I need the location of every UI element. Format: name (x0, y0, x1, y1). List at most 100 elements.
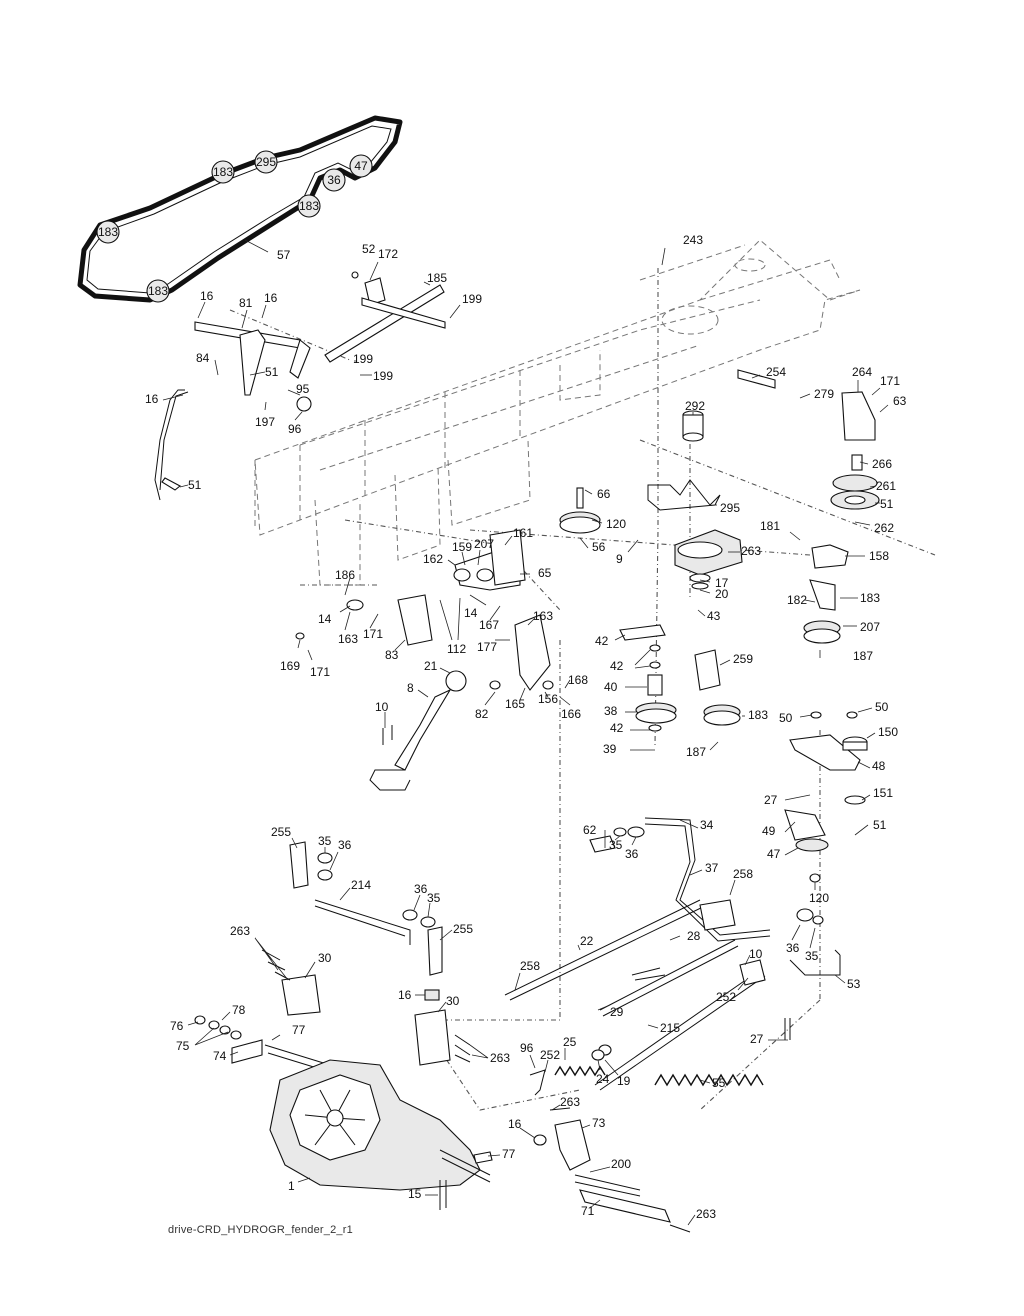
callout: 163 (527, 609, 553, 626)
svg-text:74: 74 (213, 1049, 227, 1063)
transaxle (269, 1059, 493, 1210)
svg-text:199: 199 (353, 352, 373, 366)
callout: 14 (318, 605, 351, 626)
callout: 42 (610, 649, 651, 673)
callout: 16 (398, 988, 425, 1002)
callout: 36 (413, 882, 428, 911)
callout: 263 (728, 544, 761, 558)
pulley-label: 183 (299, 199, 319, 213)
callout: 71 (581, 1199, 601, 1218)
callout: 199 (353, 352, 373, 366)
callout: 1 (288, 1177, 311, 1193)
svg-text:30: 30 (446, 994, 460, 1008)
callout: 56 (579, 537, 606, 554)
svg-text:255: 255 (453, 922, 473, 936)
svg-text:258: 258 (733, 867, 753, 881)
pulley-label: 183 (213, 165, 233, 179)
callout: 29 (597, 1004, 624, 1019)
callout: 24 (596, 1059, 610, 1086)
callout: 39 (603, 742, 655, 756)
callout: 77 (487, 1147, 516, 1161)
callout: 182 (787, 593, 816, 607)
callout: 165 (505, 687, 526, 711)
svg-text:186: 186 (335, 568, 355, 582)
svg-text:14: 14 (464, 606, 478, 620)
svg-text:197: 197 (255, 415, 275, 429)
callout: 156 (538, 691, 558, 706)
svg-text:16: 16 (508, 1117, 522, 1131)
svg-text:51: 51 (265, 365, 279, 379)
pulley-label: 36 (327, 173, 341, 187)
callout: 120 (591, 517, 626, 531)
callout: 82 (475, 691, 496, 721)
svg-text:51: 51 (188, 478, 202, 492)
callout: 158 (845, 549, 889, 563)
callout: 48 (857, 759, 886, 773)
svg-text:200: 200 (611, 1157, 631, 1171)
callout: 266 (859, 457, 892, 471)
callout: 258 (729, 867, 753, 896)
callout: 255 (439, 922, 473, 941)
svg-text:16: 16 (145, 392, 159, 406)
callout: 186 (335, 568, 355, 596)
callout: 83 (385, 639, 406, 662)
callout: 120 (809, 882, 829, 905)
callout: 50 (779, 711, 813, 725)
pulley-label: 47 (354, 159, 368, 173)
bottom-brackets (533, 1107, 691, 1233)
callout: 181 (760, 519, 801, 541)
svg-text:165: 165 (505, 697, 525, 711)
callout: 22 (577, 934, 594, 951)
svg-text:151: 151 (873, 786, 893, 800)
svg-text:261: 261 (876, 479, 896, 493)
svg-text:82: 82 (475, 707, 489, 721)
svg-text:183: 183 (748, 708, 768, 722)
callout: 185 (423, 271, 447, 286)
svg-text:16: 16 (200, 289, 214, 303)
callout: 78 (221, 1003, 246, 1021)
svg-text:25: 25 (563, 1035, 577, 1049)
callout: 167 (479, 605, 501, 632)
callout: 73 (581, 1116, 606, 1130)
svg-text:21: 21 (424, 659, 438, 673)
callout: 112 (439, 597, 466, 656)
svg-text:10: 10 (749, 947, 763, 961)
callout: 51 (179, 478, 202, 492)
callout: 84 (196, 351, 219, 376)
lower-left-parts (194, 841, 471, 1073)
svg-text:171: 171 (880, 374, 900, 388)
svg-text:172: 172 (378, 247, 398, 261)
svg-text:162: 162 (423, 552, 443, 566)
svg-text:279: 279 (814, 387, 834, 401)
svg-text:255: 255 (271, 825, 291, 839)
svg-text:51: 51 (880, 497, 894, 511)
callout: 27 (750, 1032, 788, 1046)
svg-text:120: 120 (606, 517, 626, 531)
svg-text:252: 252 (540, 1048, 560, 1062)
callout: 52 (351, 242, 376, 279)
callout: 65 (520, 566, 552, 580)
callout: 42 (610, 721, 650, 735)
svg-text:62: 62 (583, 823, 597, 837)
callout: 77 (271, 1023, 306, 1041)
svg-text:168: 168 (568, 673, 588, 687)
svg-text:183: 183 (860, 591, 880, 605)
callout: 264 (852, 365, 872, 392)
callout: 150 (866, 725, 898, 739)
callout: 38 (604, 704, 636, 718)
callout: 295 (715, 501, 740, 515)
svg-text:16: 16 (398, 988, 412, 1002)
callout: 40 (604, 680, 647, 694)
svg-text:243: 243 (683, 233, 703, 247)
callouts: 57 52 172 185 199 16 81 16 199 84 51 199… (145, 233, 907, 1226)
callout: 16 (197, 289, 214, 319)
svg-text:120: 120 (809, 891, 829, 905)
svg-text:36: 36 (625, 847, 639, 861)
callout: 36 (329, 838, 352, 871)
svg-text:10: 10 (375, 700, 389, 714)
callout: 47 (767, 847, 799, 861)
svg-text:27: 27 (764, 793, 778, 807)
svg-text:39: 39 (603, 742, 617, 756)
pulley-label: 183 (148, 284, 168, 298)
svg-text:81: 81 (239, 296, 253, 310)
